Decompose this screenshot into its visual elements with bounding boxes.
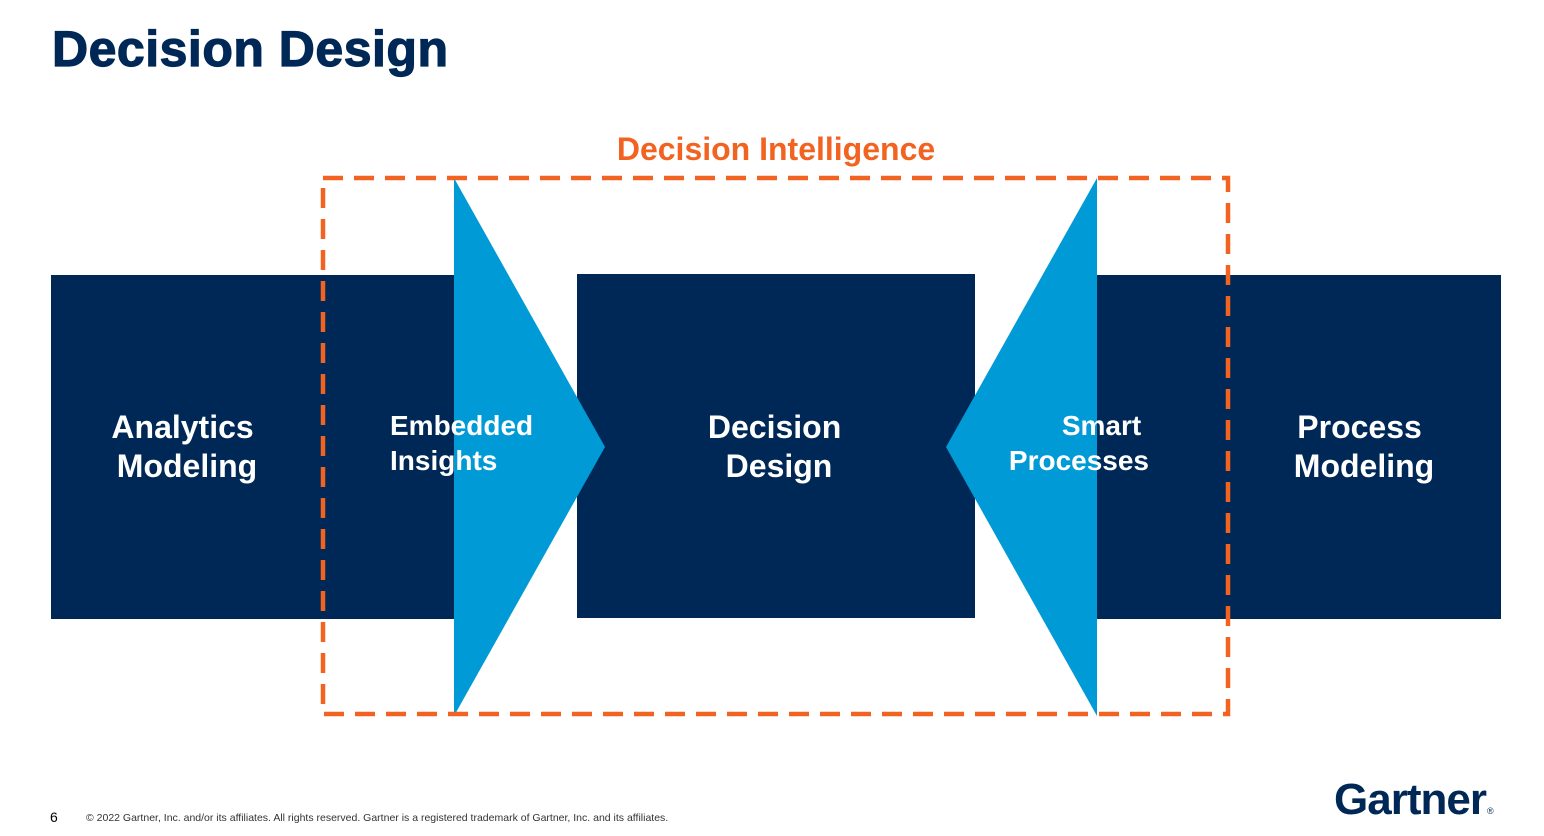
analytics-modeling-line-2: Modeling (117, 448, 257, 484)
analytics-modeling-label: Analytics Modeling (111, 409, 262, 484)
process-modeling-line-2: Modeling (1294, 448, 1434, 484)
gartner-logo: Gartner® (1334, 778, 1494, 822)
decision-intelligence-frame (320, 175, 1231, 717)
decision-design-label: Decision Design (708, 409, 850, 484)
smart-processes-line-1: Smart (1062, 410, 1141, 441)
right-band (1095, 275, 1501, 619)
slide-title: Decision Design (51, 21, 449, 77)
embedded-insights-line-2: Insights (390, 445, 497, 476)
registered-mark: ® (1486, 806, 1494, 816)
center-box (577, 274, 975, 618)
embedded-insights-line-1: Embedded (390, 410, 533, 441)
process-modeling-label: Process Modeling (1294, 409, 1434, 484)
smart-processes-line-2: Processes (1009, 445, 1149, 476)
page-number: 6 (50, 809, 58, 825)
decision-design-line-1: Decision (708, 409, 841, 445)
decision-design-line-2: Design (726, 448, 833, 484)
left-arrow (454, 178, 605, 716)
frame-label: Decision Intelligence (617, 131, 935, 167)
analytics-modeling-line-1: Analytics (111, 409, 253, 445)
logo-text: Gartner (1334, 775, 1487, 824)
embedded-insights-label: Embedded Insights (390, 410, 541, 476)
smart-processes-label: Smart Processes (1009, 410, 1149, 476)
right-arrow (946, 178, 1097, 716)
process-modeling-line-1: Process (1297, 409, 1422, 445)
copyright-notice: © 2022 Gartner, Inc. and/or its affiliat… (86, 812, 669, 824)
left-band (51, 275, 456, 619)
